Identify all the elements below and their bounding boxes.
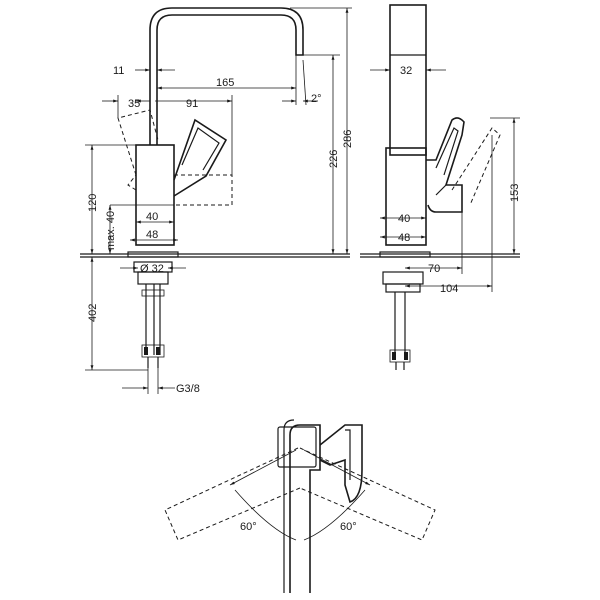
dim-2-degrees: 2°	[311, 93, 322, 105]
angle-60-right: 60°	[340, 521, 357, 533]
dim-153: 153	[509, 184, 521, 202]
dim-40-side: 40	[398, 213, 410, 225]
handle	[173, 118, 228, 197]
handle-alt-position-flat	[174, 174, 233, 206]
handle-alt-position-up	[117, 109, 159, 176]
dim-35: 35	[128, 98, 140, 110]
dim-diameter-32: Ø 32	[140, 263, 164, 275]
dim-104: 104	[440, 283, 458, 295]
dim-32-side: 32	[400, 65, 412, 77]
faucet-body	[135, 144, 175, 246]
dim-40-front: 40	[146, 211, 158, 223]
dim-max-40: max. 40	[105, 211, 117, 250]
dim-226: 226	[328, 150, 340, 168]
dim-402: 402	[87, 304, 99, 322]
dim-91: 91	[186, 98, 198, 110]
spout	[149, 7, 304, 145]
top-handle-left-rotated	[164, 447, 301, 541]
dim-48-side: 48	[398, 232, 410, 244]
side-handle	[426, 117, 465, 213]
dim-70: 70	[428, 263, 440, 275]
side-view: 32 153 40 48 70 104	[360, 4, 521, 370]
angle-60-left: 60°	[240, 521, 257, 533]
top-spout	[289, 424, 321, 593]
top-view: 60° 60°	[164, 419, 436, 593]
side-body	[385, 147, 427, 246]
dim-120: 120	[87, 194, 99, 212]
mounting-hardware	[141, 284, 165, 368]
dim-165: 165	[216, 77, 234, 89]
dim-48-front: 48	[146, 229, 158, 241]
top-handle	[319, 424, 363, 504]
dim-g38: G3/8	[176, 383, 200, 395]
top-handle-right-rotated	[299, 447, 436, 541]
side-handle-alt-position	[451, 127, 501, 206]
dim-11: 11	[113, 65, 124, 77]
front-view: 11 165 2° 35 91 120 max. 40 40 48	[80, 7, 354, 395]
side-spout	[389, 4, 427, 156]
dim-286: 286	[342, 130, 354, 148]
